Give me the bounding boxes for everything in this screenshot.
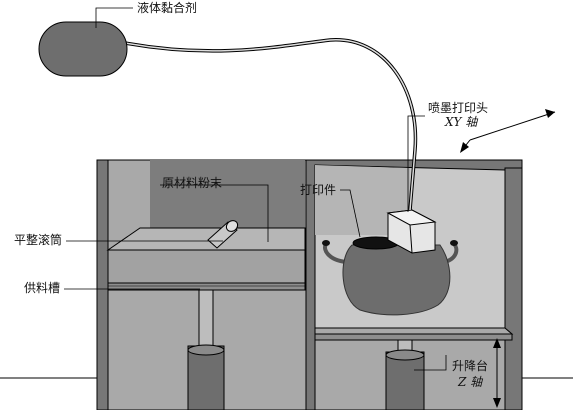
label-raw-powder: 原材料粉末	[162, 176, 222, 190]
label-printed-part: 打印件	[300, 183, 336, 197]
label-supply-tank: 供料槽	[24, 281, 60, 295]
label-xy-axis: XY 轴	[444, 115, 479, 129]
build-chamber	[314, 327, 514, 410]
supply-tank	[106, 227, 306, 410]
label-inkjet-head: 喷墨打印头	[428, 101, 488, 115]
leveling-roller	[207, 220, 239, 249]
xy-axis-arrows	[460, 109, 556, 153]
label-z-axis: Z 轴	[457, 375, 484, 389]
leader-lines	[64, 7, 447, 371]
z-axis-arrow	[493, 338, 501, 408]
label-lift-platform: 升降台	[452, 358, 488, 373]
binder-reservoir	[38, 21, 128, 77]
label-leveling-roller: 平整滚筒	[14, 232, 62, 247]
label-liquid-binder: 液体黏合剂	[137, 0, 197, 15]
inkjet-print-head	[386, 209, 437, 254]
